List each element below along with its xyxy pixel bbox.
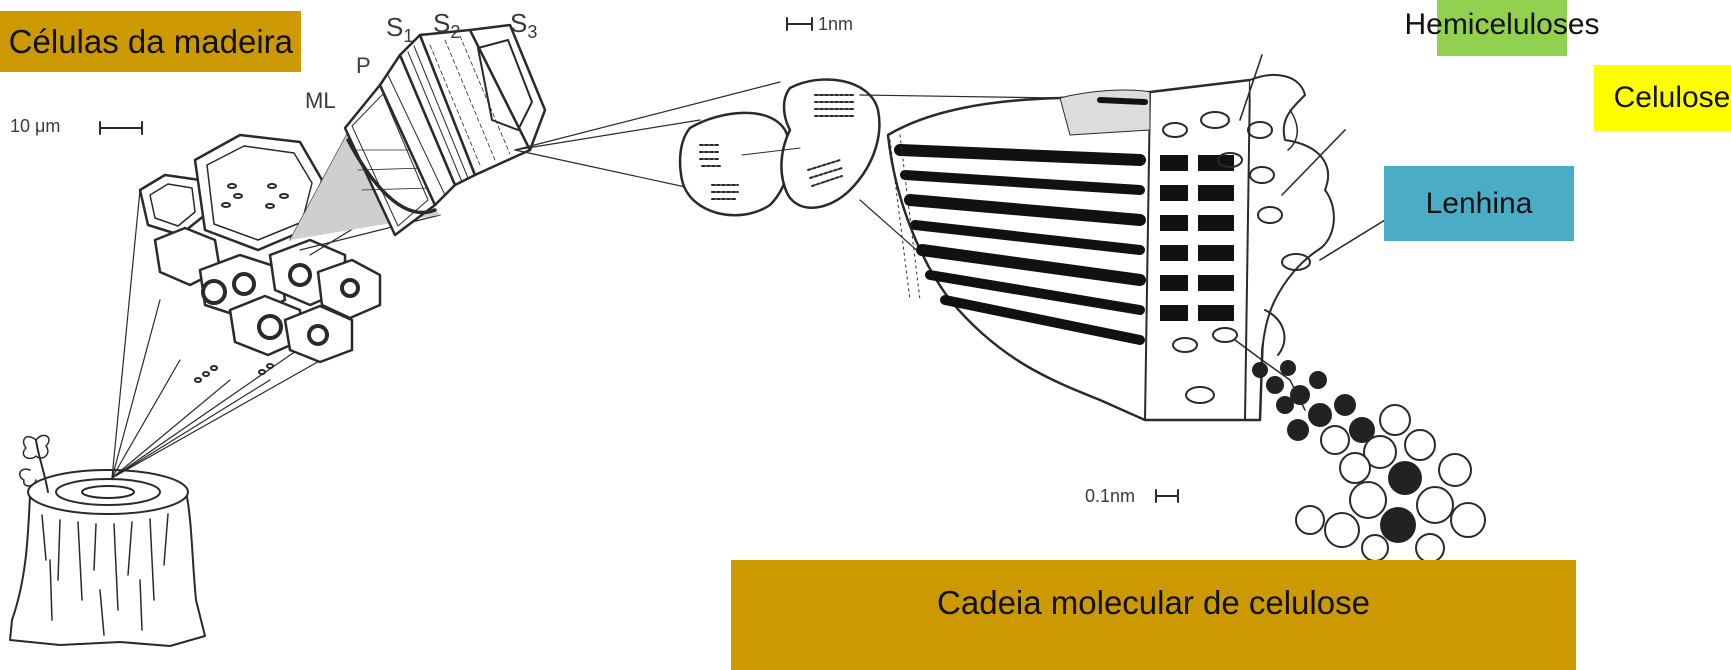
hemicellulose-label-text: Hemiceluloses	[1404, 8, 1599, 42]
layer-label-ml: ML	[305, 88, 336, 114]
scale-label-0-1nm: 0.1nm	[1085, 486, 1135, 507]
layer-label-s2: S2	[433, 8, 460, 43]
layer-label-s3: S3	[510, 8, 537, 43]
cellulose-label-text: Celulose	[1614, 81, 1731, 115]
molecular-chain-label-text: Cadeia molecular de celulose	[937, 584, 1370, 622]
lignin-label: Lenhina	[1384, 166, 1574, 241]
layer-label-s2-letter: S	[433, 8, 450, 38]
diagram-illustration	[0, 0, 1731, 655]
cellulose-label: Celulose	[1594, 65, 1731, 131]
layer-label-p: P	[356, 53, 371, 79]
scale-label-10um: 10 μm	[10, 116, 60, 137]
lignin-label-text: Lenhina	[1426, 187, 1533, 221]
layer-label-s3-sub: 3	[527, 22, 537, 42]
molecular-chain-cluster	[1235, 340, 1485, 562]
hemicellulose-label: Hemiceluloses	[1437, 0, 1567, 56]
layer-label-s1-letter: S	[386, 12, 403, 42]
layer-label-s3-letter: S	[510, 8, 527, 38]
molecular-chain-label: Cadeia molecular de celulose	[731, 560, 1576, 670]
fibril-block	[888, 80, 1270, 420]
layer-label-s2-sub: 2	[450, 22, 460, 42]
wood-cells-label-text: Células da madeira	[9, 23, 293, 61]
wood-hierarchy-diagram: Células da madeira Hemiceluloses Celulos…	[0, 0, 1731, 655]
layer-label-s1: S1	[386, 12, 413, 47]
wood-cells-label: Células da madeira	[0, 11, 301, 72]
layer-label-s1-sub: 1	[403, 26, 413, 46]
matrix-shell	[1248, 75, 1334, 360]
tree-stump	[10, 435, 205, 646]
scale-label-1nm: 1nm	[818, 14, 853, 35]
